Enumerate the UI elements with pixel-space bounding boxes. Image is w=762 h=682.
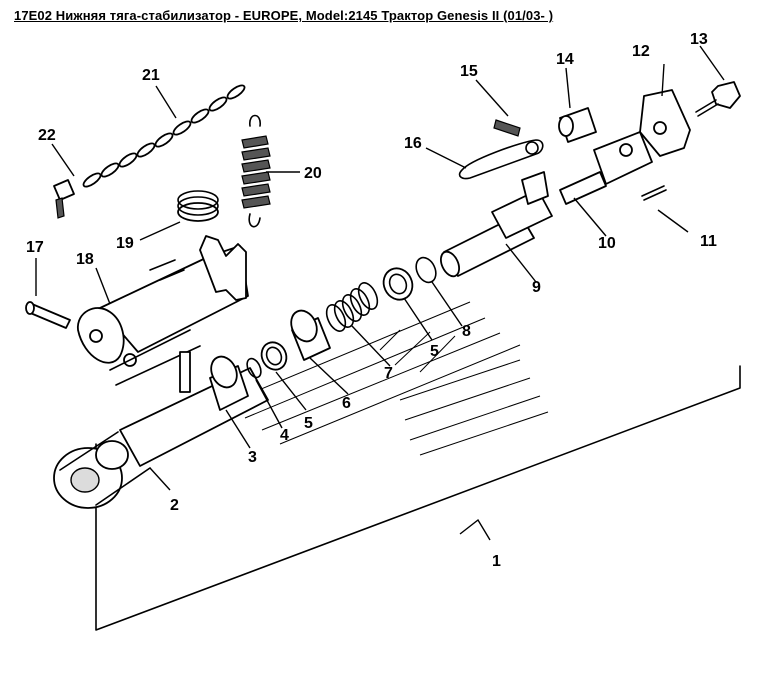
bracket-12 xyxy=(639,89,691,157)
callout-16: 16 xyxy=(404,135,422,152)
inner-tube-9 xyxy=(440,171,553,278)
upper-housing xyxy=(77,235,249,386)
callout-10: 10 xyxy=(598,235,616,252)
callout-2: 2 xyxy=(170,497,179,514)
callout-21: 21 xyxy=(142,67,160,84)
diagram-title: 17E02 Нижняя тяга-стабилизатор - EUROPE,… xyxy=(14,8,554,23)
callout-12: 12 xyxy=(632,43,650,60)
nut-13 xyxy=(695,81,741,117)
pin-17 xyxy=(25,301,71,329)
pin-15 xyxy=(493,119,521,137)
callout-4: 4 xyxy=(280,427,289,444)
snap-ring-4 xyxy=(246,357,262,379)
callout-19: 19 xyxy=(116,235,134,252)
callout-9: 9 xyxy=(532,279,541,296)
clip-16 xyxy=(458,139,544,180)
spring-ring-19 xyxy=(177,190,219,222)
snap-ring-8 xyxy=(415,256,437,284)
callout-11: 11 xyxy=(700,233,717,250)
callout-20: 20 xyxy=(304,165,322,182)
callout-labels: 1 2 3 4 5 5 6 7 8 9 10 11 12 13 14 15 16… xyxy=(26,31,717,570)
sleeve-3 xyxy=(209,355,249,411)
callout-5b: 5 xyxy=(430,343,439,360)
rod xyxy=(179,351,191,393)
callout-7: 7 xyxy=(384,365,393,382)
chain-21 xyxy=(82,84,246,188)
tension-spring-20 xyxy=(241,114,271,228)
cotter-pin-11 xyxy=(641,185,667,201)
hatching xyxy=(229,301,549,456)
callout-6: 6 xyxy=(342,395,351,412)
ring-5b xyxy=(382,267,414,301)
callout-1: 1 xyxy=(492,553,501,570)
spring-7 xyxy=(325,282,379,332)
callout-13: 13 xyxy=(690,31,708,48)
callout-5a: 5 xyxy=(304,415,313,432)
threaded-end-10 xyxy=(559,131,653,205)
bushing-6 xyxy=(290,309,331,361)
ring-5a xyxy=(260,341,288,371)
callout-3: 3 xyxy=(248,449,257,466)
callout-15: 15 xyxy=(460,63,478,80)
swivel-14 xyxy=(558,107,597,143)
assembly-frame xyxy=(95,365,741,631)
bolt-22 xyxy=(53,179,75,219)
leader-lines xyxy=(35,45,725,541)
callout-22: 22 xyxy=(38,127,56,144)
callout-18: 18 xyxy=(76,251,94,268)
callout-17: 17 xyxy=(26,239,44,256)
callout-8: 8 xyxy=(462,323,471,340)
callout-14: 14 xyxy=(556,51,574,68)
